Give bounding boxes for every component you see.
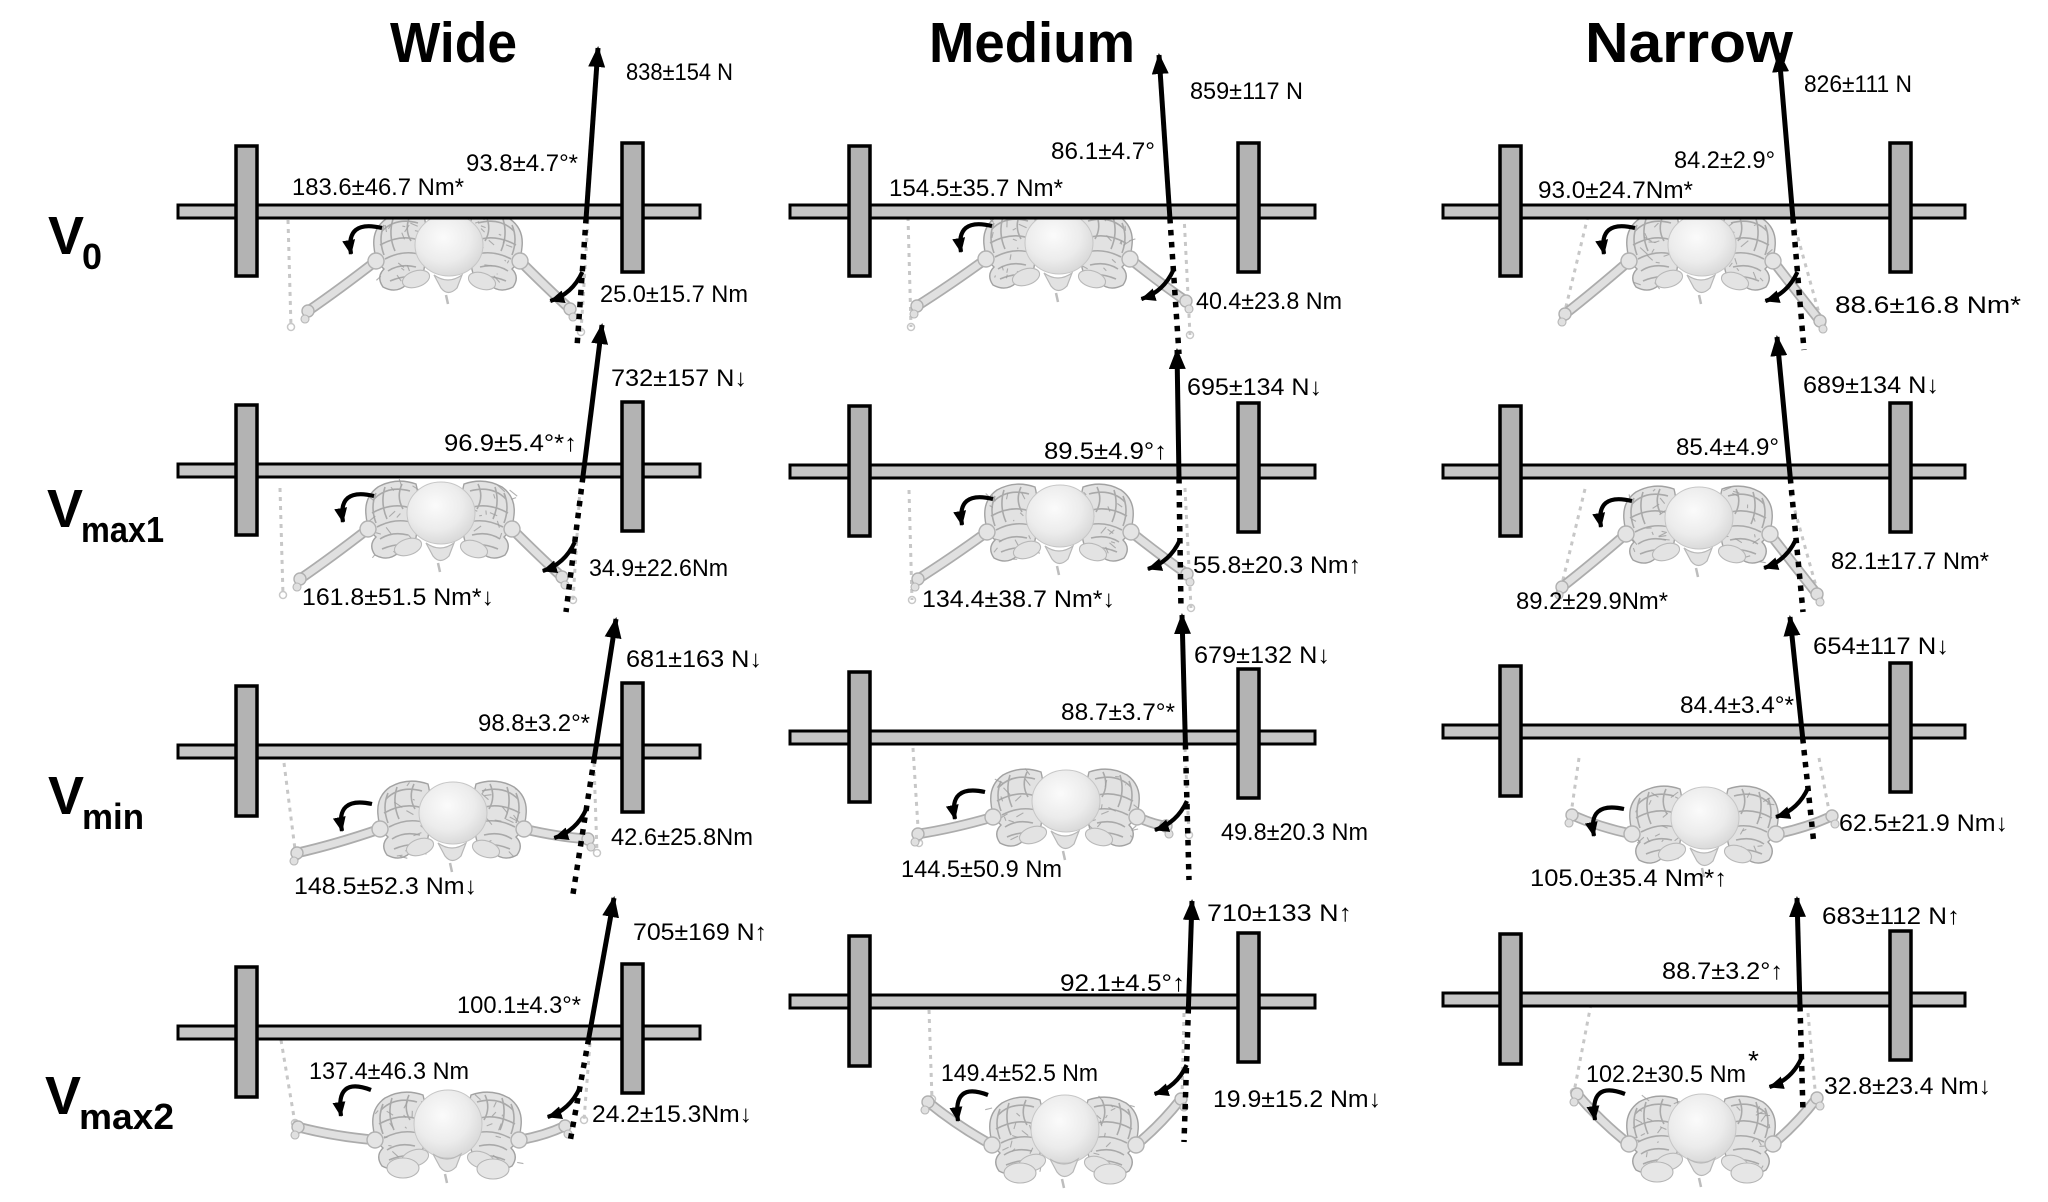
svg-text:92.1±4.5°↑: 92.1±4.5°↑ [1060,970,1185,997]
svg-text:19.9±15.2 Nm↓: 19.9±15.2 Nm↓ [1213,1086,1381,1113]
svg-text:148.5±52.3 Nm↓: 148.5±52.3 Nm↓ [294,873,477,900]
svg-text:Medium: Medium [929,11,1135,75]
svg-text:134.4±38.7 Nm*↓: 134.4±38.7 Nm*↓ [922,586,1115,613]
svg-text:681±163 N↓: 681±163 N↓ [626,646,762,673]
svg-text:86.1±4.7°: 86.1±4.7° [1051,138,1155,165]
svg-text:40.4±23.8 Nm: 40.4±23.8 Nm [1196,288,1342,315]
svg-text:137.4±46.3 Nm: 137.4±46.3 Nm [309,1058,469,1085]
svg-text:Wide: Wide [390,11,517,75]
svg-text:min: min [82,796,144,837]
svg-text:*: * [1748,1045,1759,1076]
svg-text:826±111 N: 826±111 N [1804,71,1912,98]
svg-text:max1: max1 [81,509,164,550]
svg-text:V: V [48,206,84,266]
svg-text:V: V [47,479,83,539]
svg-text:62.5±21.9 Nm↓: 62.5±21.9 Nm↓ [1839,810,2008,837]
svg-text:89.2±29.9Nm*: 89.2±29.9Nm* [1516,588,1668,615]
svg-text:105.0±35.4 Nm*↑: 105.0±35.4 Nm*↑ [1530,865,1727,892]
svg-text:34.9±22.6Nm: 34.9±22.6Nm [589,555,728,582]
svg-text:98.8±3.2°*: 98.8±3.2°* [478,710,590,737]
svg-text:183.6±46.7 Nm*: 183.6±46.7 Nm* [292,174,464,201]
svg-text:84.4±3.4°*: 84.4±3.4°* [1680,692,1794,719]
svg-text:max2: max2 [79,1096,174,1137]
svg-text:149.4±52.5 Nm: 149.4±52.5 Nm [941,1060,1098,1087]
svg-text:42.6±25.8Nm: 42.6±25.8Nm [611,824,753,851]
svg-text:0: 0 [82,236,102,277]
svg-text:161.8±51.5 Nm*↓: 161.8±51.5 Nm*↓ [302,584,494,611]
svg-text:24.2±15.3Nm↓: 24.2±15.3Nm↓ [592,1101,752,1128]
svg-text:689±134 N↓: 689±134 N↓ [1803,372,1939,399]
svg-text:Narrow: Narrow [1585,11,1794,75]
svg-text:93.8±4.7°*: 93.8±4.7°* [466,150,578,177]
svg-text:89.5±4.9°↑: 89.5±4.9°↑ [1044,438,1167,465]
svg-text:88.7±3.2°↑: 88.7±3.2°↑ [1662,958,1783,985]
svg-text:V: V [45,1066,81,1126]
svg-text:100.1±4.3°*: 100.1±4.3°* [457,992,581,1019]
svg-text:93.0±24.7Nm*: 93.0±24.7Nm* [1538,177,1693,204]
svg-text:96.9±5.4°*↑: 96.9±5.4°*↑ [444,430,577,457]
svg-text:55.8±20.3 Nm↑: 55.8±20.3 Nm↑ [1193,552,1361,579]
svg-text:732±157 N↓: 732±157 N↓ [611,365,747,392]
svg-text:82.1±17.7 Nm*: 82.1±17.7 Nm* [1831,548,1989,575]
svg-text:49.8±20.3 Nm: 49.8±20.3 Nm [1221,819,1368,846]
svg-text:683±112 N↑: 683±112 N↑ [1822,903,1960,930]
svg-text:710±133 N↑: 710±133 N↑ [1207,900,1352,927]
svg-text:838±154 N: 838±154 N [626,59,733,86]
svg-text:859±117 N: 859±117 N [1190,78,1303,105]
svg-text:144.5±50.9 Nm: 144.5±50.9 Nm [901,856,1062,883]
svg-text:705±169 N↑: 705±169 N↑ [633,919,767,946]
svg-text:85.4±4.9°: 85.4±4.9° [1676,434,1779,461]
svg-text:25.0±15.7 Nm: 25.0±15.7 Nm [600,281,748,308]
svg-text:V: V [48,766,84,826]
svg-text:679±132 N↓: 679±132 N↓ [1194,642,1330,669]
svg-text:154.5±35.7 Nm*: 154.5±35.7 Nm* [889,175,1063,202]
svg-text:695±134 N↓: 695±134 N↓ [1187,374,1322,401]
svg-text:88.7±3.7°*: 88.7±3.7°* [1061,699,1175,726]
svg-text:32.8±23.4 Nm↓: 32.8±23.4 Nm↓ [1824,1073,1991,1100]
svg-text:84.2±2.9°: 84.2±2.9° [1674,147,1775,174]
svg-text:654±117 N↓: 654±117 N↓ [1813,633,1949,660]
svg-text:102.2±30.5 Nm: 102.2±30.5 Nm [1586,1061,1746,1088]
svg-text:88.6±16.8 Nm*: 88.6±16.8 Nm* [1835,292,2021,319]
